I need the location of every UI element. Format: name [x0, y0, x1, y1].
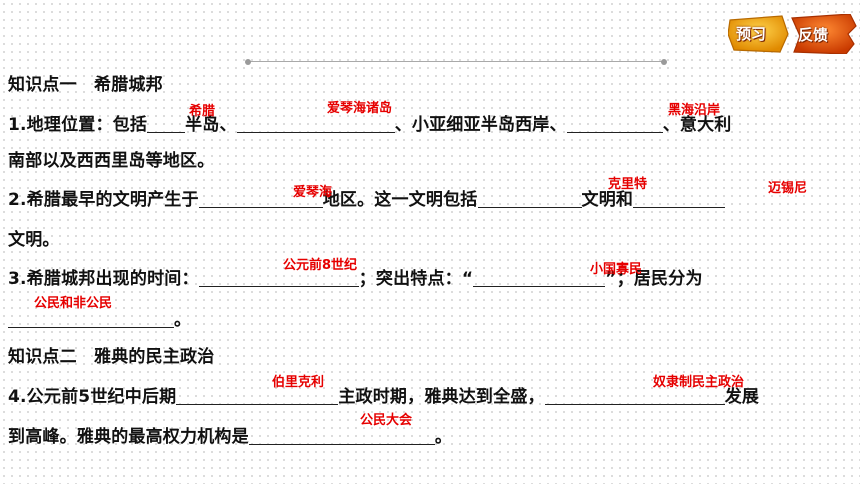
- badge-preview-label: 预习: [736, 25, 767, 43]
- answer-blank-1[interactable]: [147, 112, 186, 133]
- answer-blank-5[interactable]: [477, 187, 582, 208]
- question-4-text-b: 主政时期，雅典达到全盛，: [338, 387, 545, 407]
- answer-blank-12[interactable]: [248, 424, 435, 445]
- question-3-text-a: 3.希腊城邦出现的时间：: [8, 269, 199, 289]
- question-2-text-c: 文明和: [581, 190, 634, 210]
- header-divider: [245, 58, 667, 65]
- question-1-text-c: 、小亚细亚半岛西岸、: [394, 115, 567, 135]
- answer-blank-3[interactable]: [566, 112, 663, 133]
- question-3-line: 3.希腊城邦出现的时间： ；突出特点：“ ”；居民分为: [8, 266, 703, 290]
- question-1-line: 1.地理位置：包括 半岛、 、小亚细亚半岛西岸、 、意大利: [8, 112, 732, 136]
- answer-4: 爱琴海: [293, 185, 333, 200]
- question-4-text-a: 4.公元前5世纪中后期: [8, 387, 177, 407]
- answer-10: 伯里克利: [272, 375, 325, 390]
- answer-6: 迈锡尼: [768, 181, 808, 196]
- question-3-text-b: ；突出特点：“: [358, 269, 474, 289]
- section-heading-2: 知识点二 雅典的民主政治: [8, 346, 214, 368]
- question-1-text-d: 、意大利: [662, 115, 732, 135]
- preview-feedback-badge: 预习 反馈: [728, 14, 858, 54]
- question-4-line: 4.公元前5世纪中后期 主政时期，雅典达到全盛， 发展: [8, 384, 759, 408]
- answer-12: 公民大会: [360, 413, 413, 428]
- question-2-line: 2.希腊最早的文明产生于 地区。这一文明包括 文明和: [8, 187, 726, 211]
- badge-feedback-label: 反馈: [798, 26, 829, 44]
- answer-5: 克里特: [608, 177, 648, 192]
- question-4-text-c: 发展: [724, 387, 760, 407]
- section-heading-2-text: 知识点二 雅典的民主政治: [8, 347, 215, 367]
- question-4-continued: 到高峰。雅典的最高权力机构是 。: [8, 424, 452, 448]
- answer-3: 黑海沿岸: [668, 103, 721, 118]
- question-2-text-a: 2.希腊最早的文明产生于: [8, 190, 199, 210]
- answer-blank-11[interactable]: [544, 384, 725, 405]
- question-2-continued: 文明。: [8, 229, 60, 251]
- question-2-text-d: 文明。: [8, 230, 60, 250]
- answer-9: 公民和非公民: [34, 296, 113, 311]
- question-1-continued: 南部以及西西里岛等地区。: [8, 150, 214, 172]
- question-2-text-b: 地区。这一文明包括: [322, 190, 478, 210]
- section-heading-1: 知识点一 希腊城邦: [8, 74, 163, 96]
- answer-blank-6[interactable]: [633, 187, 726, 208]
- answer-blank-9[interactable]: [8, 307, 174, 328]
- question-3-text-d: 。: [174, 310, 192, 330]
- question-3-text-c: ”；居民分为: [605, 269, 703, 289]
- question-4-text-d: 到高峰。雅典的最高权力机构是: [8, 427, 249, 447]
- answer-7: 公元前8世纪: [283, 258, 358, 273]
- answer-8: 小国寡民: [590, 262, 643, 277]
- answer-1: 希腊: [189, 104, 216, 119]
- answer-blank-2[interactable]: [236, 112, 395, 133]
- answer-11: 奴隶制民主政治: [653, 375, 745, 390]
- answer-blank-4[interactable]: [198, 187, 323, 208]
- question-3-continued: 。: [8, 307, 191, 331]
- section-heading-1-text: 知识点一 希腊城邦: [8, 75, 163, 95]
- question-1-text-e: 南部以及西西里岛等地区。: [8, 151, 215, 171]
- question-1-text-a: 1.地理位置：包括: [8, 115, 148, 135]
- answer-blank-7[interactable]: [198, 266, 359, 287]
- question-4-text-e: 。: [434, 427, 453, 447]
- question-1-text-b: 半岛、: [185, 115, 237, 135]
- badge-shapes-icon: [728, 14, 857, 54]
- answer-blank-10[interactable]: [176, 384, 339, 405]
- answer-2: 爱琴海诸岛: [327, 101, 393, 116]
- answer-blank-8[interactable]: [473, 266, 606, 287]
